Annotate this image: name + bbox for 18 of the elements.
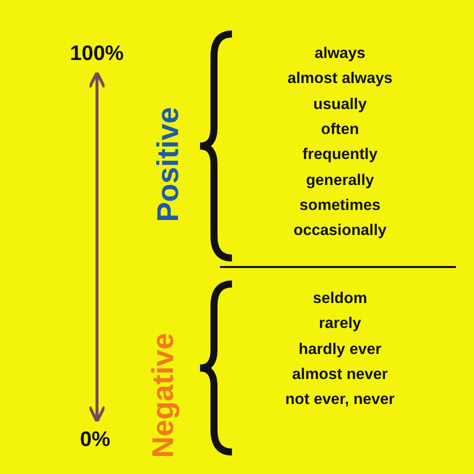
frequency-word: rarely bbox=[318, 315, 362, 334]
frequency-word: sometimes bbox=[300, 196, 380, 215]
frequency-word: almost always bbox=[287, 70, 393, 88]
frequency-word: not ever, never bbox=[285, 391, 395, 410]
frequency-word: almost never bbox=[292, 366, 388, 384]
frequency-word: hardly ever bbox=[298, 340, 382, 359]
frequency-word: always bbox=[314, 45, 366, 63]
double-arrow bbox=[88, 71, 106, 423]
category-label: Positive bbox=[152, 106, 186, 222]
frequency-word: frequently bbox=[302, 146, 378, 164]
frequency-word: occasionally bbox=[293, 222, 387, 240]
frequency-word: seldom bbox=[312, 290, 368, 308]
frequency-word: usually bbox=[313, 96, 367, 114]
frequency-word: generally bbox=[306, 172, 374, 190]
category-label: Negative bbox=[147, 332, 181, 458]
frequency-word: often bbox=[321, 120, 359, 139]
percent-label: 100% bbox=[70, 42, 124, 66]
percent-label: 0% bbox=[80, 428, 110, 452]
